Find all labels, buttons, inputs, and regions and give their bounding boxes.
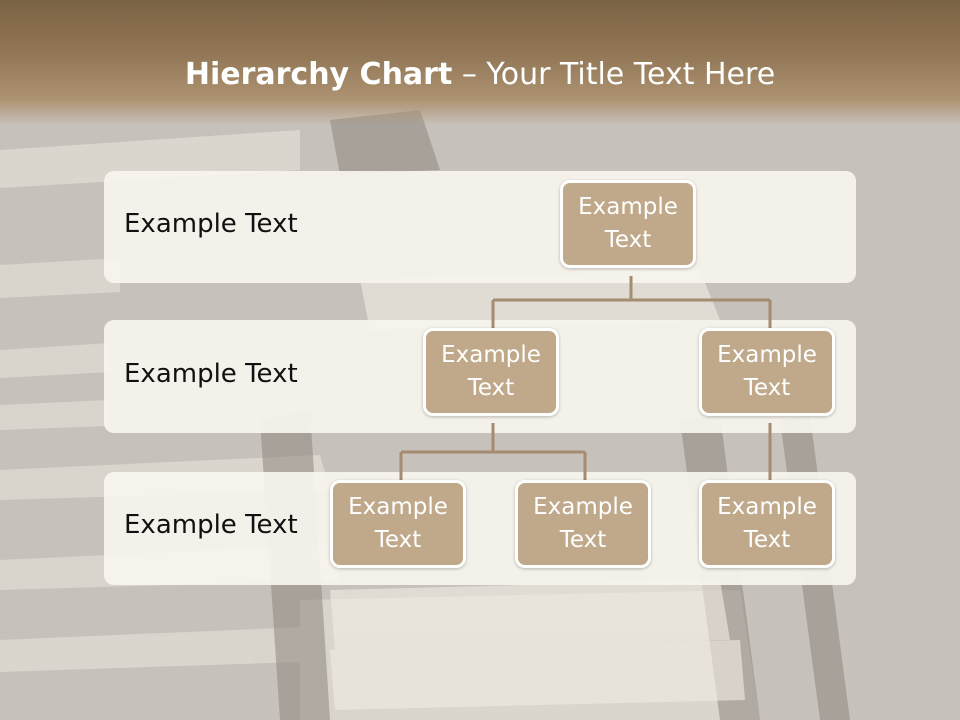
- level-1-label: Example Text: [124, 209, 298, 239]
- node-level2-left[interactable]: Example Text: [423, 328, 559, 416]
- level-band-1: Example Text: [104, 171, 856, 283]
- node-level2-right[interactable]: Example Text: [699, 328, 835, 416]
- slide-title: Hierarchy Chart – Your Title Text Here: [0, 50, 960, 100]
- title-bold: Hierarchy Chart: [184, 57, 453, 92]
- node-root[interactable]: Example Text: [560, 180, 696, 268]
- title-rest: – Your Title Text Here: [452, 57, 776, 92]
- level-3-label: Example Text: [124, 510, 298, 540]
- node-level3-c[interactable]: Example Text: [699, 480, 835, 568]
- title-bar: [0, 0, 960, 125]
- node-level3-a[interactable]: Example Text: [330, 480, 466, 568]
- node-level3-b[interactable]: Example Text: [515, 480, 651, 568]
- level-2-label: Example Text: [124, 359, 298, 389]
